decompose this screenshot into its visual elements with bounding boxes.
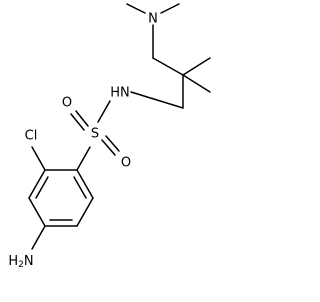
bond-s-o-left-b <box>70 113 85 131</box>
ring-bond-5-6 <box>76 197 94 227</box>
atom-chlorine: Cl <box>25 129 38 144</box>
bond-s-o-left-a <box>75 110 89 127</box>
bond-ch2-quat <box>152 57 184 76</box>
bond-ch2-nh <box>130 91 184 109</box>
bond-quat-methyl-down <box>182 74 211 93</box>
atom-oxygen-right: O <box>121 156 131 171</box>
atom-sulfur: S <box>91 127 99 142</box>
bond-s-ring <box>76 146 91 171</box>
bond-quat-methyl-up <box>182 57 211 76</box>
ring-bond-3-4 <box>28 197 46 227</box>
atom-nh: HN <box>110 86 130 101</box>
bond-ring-cl <box>31 146 46 171</box>
bond-nh-s <box>97 100 111 123</box>
bond-s-o-right-a <box>101 139 116 156</box>
molecule-svg: N HN S O O Cl H2N <box>8 3 211 270</box>
bond-s-o-right-b <box>105 135 120 152</box>
ring-bond-2-3 <box>28 169 46 199</box>
bond-n-methyl-left <box>126 3 146 14</box>
ring-bond-2-3-inner <box>35 176 49 199</box>
ring-bond-6-1 <box>76 169 94 199</box>
structure-diagram: N HN S O O Cl H2N <box>8 3 211 270</box>
atom-amino: H2N <box>8 254 33 270</box>
bond-n-methyl-right <box>160 3 180 14</box>
atom-oxygen-left: O <box>62 96 72 111</box>
atom-n-amine: N <box>148 12 158 27</box>
ring-bond-6-1-inner <box>73 176 87 199</box>
bond-ring-nh2 <box>31 225 46 250</box>
